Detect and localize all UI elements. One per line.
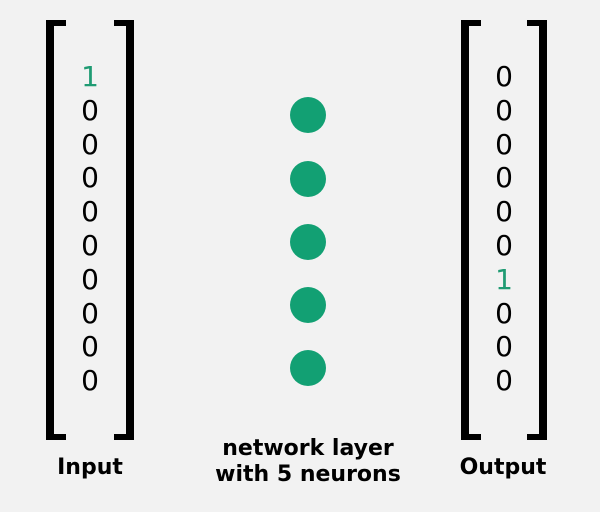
output-value: 0: [495, 127, 513, 161]
output-vector: 0 0 0 0 0 0 1 0 0 0: [484, 60, 524, 398]
input-value: 0: [81, 195, 99, 229]
input-value: 0: [81, 161, 99, 195]
input-value: 0: [81, 228, 99, 262]
neuron: [290, 350, 326, 386]
input-label: Input: [57, 455, 123, 480]
layer-label: network layer with 5 neurons: [190, 436, 426, 488]
output-value: 1: [495, 262, 513, 296]
neuron: [290, 161, 326, 197]
input-value: 0: [81, 296, 99, 330]
output-value: 0: [495, 228, 513, 262]
neuron: [290, 97, 326, 133]
output-value: 0: [495, 60, 513, 93]
output-value: 0: [495, 364, 513, 398]
input-value: 1: [81, 60, 99, 93]
output-value: 0: [495, 195, 513, 229]
input-value: 0: [81, 127, 99, 161]
output-label: Output: [459, 455, 547, 480]
input-value: 0: [81, 262, 99, 296]
input-value: 0: [81, 330, 99, 364]
output-bracket-left: [461, 20, 481, 440]
output-bracket-right: [527, 20, 547, 440]
neuron: [290, 224, 326, 260]
output-value: 0: [495, 93, 513, 127]
input-bracket-right: [114, 20, 134, 440]
input-vector: 1 0 0 0 0 0 0 0 0 0: [70, 60, 110, 398]
output-value: 0: [495, 330, 513, 364]
input-value: 0: [81, 364, 99, 398]
input-value: 0: [81, 93, 99, 127]
layer-label-line2: with 5 neurons: [215, 462, 401, 487]
output-value: 0: [495, 161, 513, 195]
input-bracket-left: [46, 20, 66, 440]
layer-label-line1: network layer: [222, 436, 394, 461]
neuron: [290, 287, 326, 323]
output-value: 0: [495, 296, 513, 330]
